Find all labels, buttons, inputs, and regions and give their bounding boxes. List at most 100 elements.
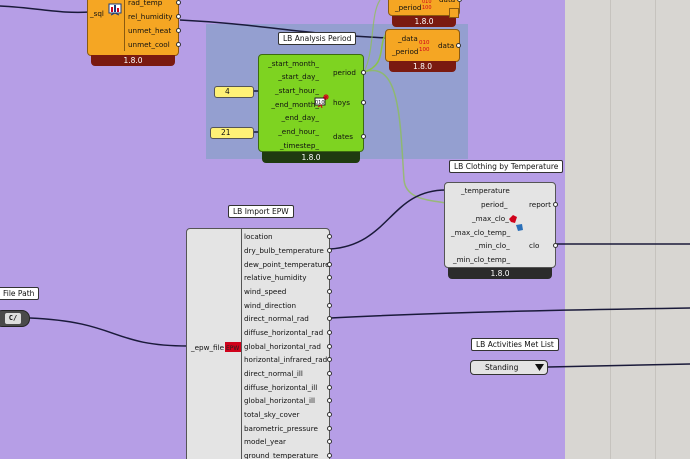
port-start-month[interactable]: _start_month_ [268, 59, 319, 68]
port-relative-humidity[interactable]: relative_humidity [244, 273, 307, 282]
port-dry-bulb[interactable]: dry_bulb_temperature [244, 246, 324, 255]
output-grip[interactable] [176, 42, 181, 47]
component-title: LB Analysis Period [278, 32, 357, 45]
port-end-hour[interactable]: _end_hour_ [278, 127, 319, 136]
port-temperature[interactable]: _temperature [461, 186, 510, 195]
svg-text:010: 010 [315, 100, 325, 106]
output-grip[interactable] [327, 412, 332, 417]
port-global-horizontal-rad[interactable]: global_horizontal_rad [244, 342, 321, 351]
dropdown-arrow-icon[interactable] [535, 363, 544, 374]
port-min-clo-temp[interactable]: _min_clo_temp_ [453, 255, 511, 264]
port-report[interactable]: report [529, 200, 551, 209]
port-period-in[interactable]: period_ [481, 200, 508, 209]
port-data[interactable]: data [438, 41, 455, 50]
orange-component-top[interactable]: _sql rad_temp rel_humidity unmet_heat un… [87, 0, 181, 56]
output-grip[interactable] [327, 385, 332, 390]
wire [0, 5, 91, 14]
output-grip[interactable] [327, 371, 332, 376]
port-clo[interactable]: clo [529, 241, 540, 250]
port-timestep[interactable]: _timestep_ [280, 141, 319, 150]
svg-text:100: 100 [419, 47, 430, 52]
port-dew-point[interactable]: dew_point_temperature [244, 260, 330, 269]
port-end-day[interactable]: _end_day_ [281, 113, 319, 122]
output-grip[interactable] [327, 234, 332, 239]
output-grip[interactable] [327, 262, 332, 267]
port-start-day[interactable]: _start_day_ [278, 72, 319, 81]
output-grip[interactable] [327, 248, 332, 253]
output-grip[interactable] [327, 330, 332, 335]
import-epw-component[interactable]: _epw_file EPW location dry_bulb_temperat… [186, 228, 332, 459]
port-horizontal-infrared-rad[interactable]: horizontal_infrared_rad [244, 355, 328, 364]
port-max-clo[interactable]: _max_clo_ [472, 214, 509, 223]
port-model-year[interactable]: model_year [244, 437, 287, 446]
output-grip[interactable] [327, 398, 332, 403]
wire [179, 19, 389, 39]
port-total-sky-cover[interactable]: total_sky_cover [244, 410, 300, 419]
activities-selected-value[interactable]: Standing [485, 363, 519, 372]
output-grip[interactable] [327, 439, 332, 444]
port-start-hour[interactable]: _start_hour_ [275, 86, 319, 95]
output-grip[interactable] [327, 357, 332, 362]
output-grip[interactable] [327, 289, 332, 294]
output-grip[interactable] [553, 202, 558, 207]
output-grip[interactable] [361, 100, 366, 105]
port-period-out[interactable]: period [333, 68, 356, 77]
number-panel[interactable]: 4 [214, 86, 254, 98]
output-grip[interactable] [176, 14, 181, 19]
port-max-clo-temp[interactable]: _max_clo_temp_ [451, 228, 511, 237]
port-data-in[interactable]: _data [398, 34, 418, 43]
port-location[interactable]: location [244, 232, 273, 241]
port-diffuse-horizontal-ill[interactable]: diffuse_horizontal_ill [244, 383, 318, 392]
port-wind-direction[interactable]: wind_direction [244, 301, 297, 310]
file-path-icon: C/ [5, 313, 21, 324]
port-end-month[interactable]: _end_month_ [271, 100, 319, 109]
output-grip[interactable] [457, 0, 462, 2]
output-grip[interactable] [327, 453, 332, 458]
port-sql[interactable]: _sql [90, 9, 104, 18]
port-period[interactable]: _period [395, 3, 422, 12]
version-footer: 1.8.0 [262, 152, 360, 163]
port-global-horizontal-ill[interactable]: global_horizontal_ill [244, 396, 315, 405]
port-barometric-pressure[interactable]: barometric_pressure [244, 424, 318, 433]
output-grip[interactable] [327, 303, 332, 308]
analysis-period-component[interactable]: _start_month_ _start_day_ _start_hour_ _… [258, 54, 366, 152]
port-hoys[interactable]: hoys [333, 98, 350, 107]
port-rad-temp[interactable]: rad_temp [128, 0, 163, 7]
version-footer: 1.8.0 [389, 61, 456, 72]
svg-text:100: 100 [422, 5, 432, 10]
port-data[interactable]: data [439, 0, 455, 4]
port-unmet-heat[interactable]: unmet_heat [128, 26, 172, 35]
port-rel-humidity[interactable]: rel_humidity [128, 12, 173, 21]
port-wind-speed[interactable]: wind_speed [244, 287, 287, 296]
port-min-clo[interactable]: _min_clo_ [475, 241, 510, 250]
file-path-parameter[interactable]: C/ [0, 310, 30, 327]
output-grip[interactable] [327, 426, 332, 431]
number-panel[interactable]: 21 [210, 127, 254, 139]
activities-value-list[interactable]: Standing [470, 360, 548, 375]
output-grip[interactable] [327, 344, 332, 349]
port-direct-normal-rad[interactable]: direct_normal_rad [244, 314, 309, 323]
wire [547, 363, 690, 368]
svg-text:EPW: EPW [226, 345, 239, 352]
port-direct-normal-ill[interactable]: direct_normal_ill [244, 369, 303, 378]
clothing-component[interactable]: _temperature period_ _max_clo_ _max_clo_… [444, 182, 558, 268]
port-diffuse-horizontal-rad[interactable]: diffuse_horizontal_rad [244, 328, 324, 337]
output-grip[interactable] [553, 243, 558, 248]
output-grip[interactable] [327, 275, 332, 280]
port-period[interactable]: _period [392, 47, 419, 56]
chart-icon [108, 3, 122, 17]
port-dates[interactable]: dates [333, 132, 353, 141]
output-grip[interactable] [176, 28, 181, 33]
port-unmet-cool[interactable]: unmet_cool [128, 40, 170, 49]
port-ground-temperature[interactable]: ground_temperature [244, 451, 319, 459]
output-grip[interactable] [456, 43, 461, 48]
output-grip[interactable] [176, 0, 181, 5]
output-grip[interactable] [361, 70, 366, 75]
output-grip[interactable] [327, 316, 332, 321]
port-epw-file[interactable]: _epw_file [191, 343, 224, 352]
output-grip[interactable] [361, 134, 366, 139]
